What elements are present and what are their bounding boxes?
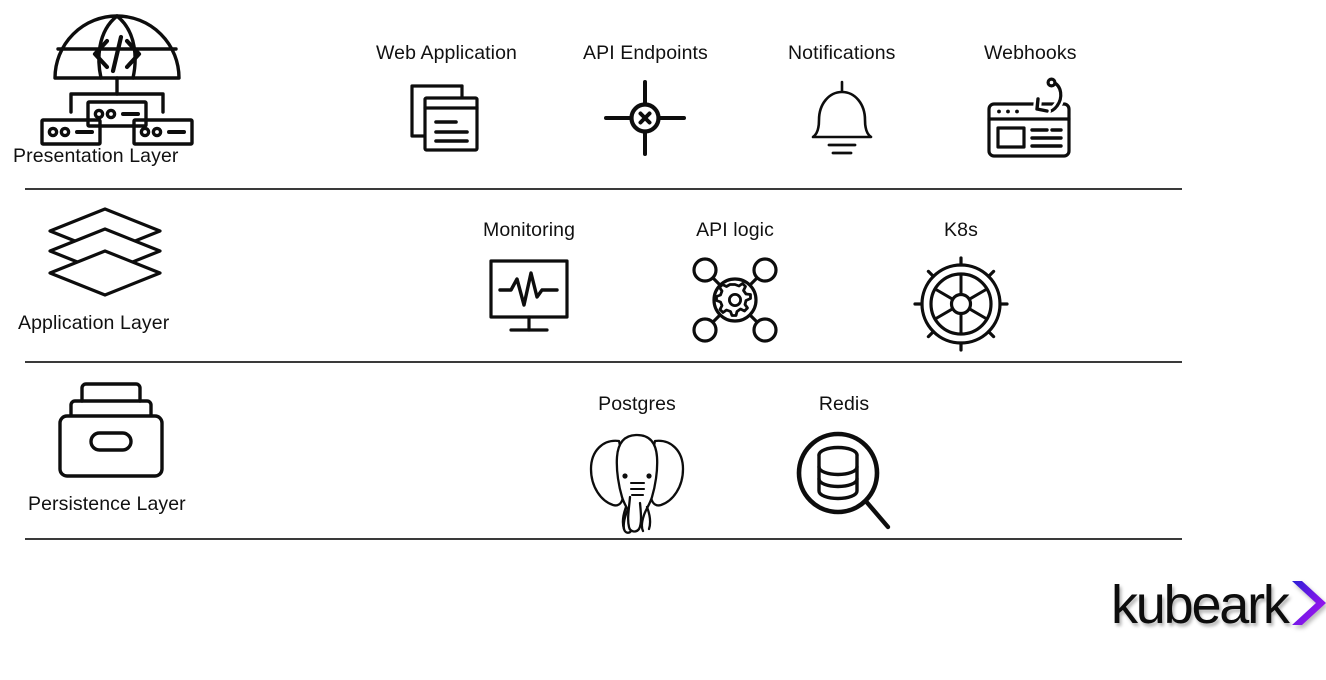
storage-box-icon [58, 378, 186, 483]
layer-divider-presentation [25, 188, 1182, 190]
chevron-right-icon [1286, 577, 1326, 634]
monitor-heartbeat-icon [489, 257, 569, 342]
stacked-layers-icon [46, 205, 169, 306]
component-redis[interactable]: Redis [796, 393, 892, 536]
component-api-logic[interactable]: API logic [692, 219, 778, 348]
component-notifications[interactable]: Notifications [788, 42, 896, 163]
layer-application: Application Layer [18, 205, 169, 335]
component-webhooks-label: Webhooks [984, 42, 1077, 64]
crosshair-endpoint-icon [604, 79, 687, 161]
gear-network-icon [692, 256, 778, 348]
layer-persistence: Persistence Layer [28, 378, 186, 516]
layer-persistence-label: Persistence Layer [28, 493, 186, 515]
helm-wheel-icon [913, 255, 1009, 356]
layer-divider-persistence [25, 538, 1182, 540]
bell-icon [803, 80, 881, 163]
browser-windows-icon [406, 80, 486, 161]
component-notifications-label: Notifications [788, 42, 896, 64]
database-magnifier-icon [796, 431, 892, 536]
browser-hook-icon [987, 76, 1073, 163]
component-webhooks[interactable]: Webhooks [984, 42, 1077, 163]
layer-presentation-label: Presentation Layer [13, 145, 179, 167]
component-redis-label: Redis [818, 393, 870, 415]
component-web-application-label: Web Application [376, 42, 517, 64]
brand-wordmark: kubeark [1111, 574, 1290, 635]
component-web-application[interactable]: Web Application [376, 42, 517, 161]
component-postgres-label: Postgres [598, 393, 676, 415]
component-monitoring-label: Monitoring [483, 219, 576, 241]
component-monitoring[interactable]: Monitoring [483, 219, 576, 342]
component-api-endpoints-label: API Endpoints [583, 42, 708, 64]
component-k8s[interactable]: K8s [913, 219, 1009, 356]
layer-application-label: Application Layer [18, 312, 170, 334]
layer-presentation: Presentation Layer [13, 2, 194, 168]
globe-code-servers-icon [40, 2, 194, 146]
elephant-icon [589, 431, 685, 540]
brand-logo: kubeark [1111, 575, 1326, 634]
layer-divider-application [25, 361, 1182, 363]
component-k8s-label: K8s [944, 219, 978, 241]
component-api-logic-label: API logic [696, 219, 774, 241]
component-api-endpoints[interactable]: API Endpoints [583, 42, 708, 161]
component-postgres[interactable]: Postgres [589, 393, 685, 540]
